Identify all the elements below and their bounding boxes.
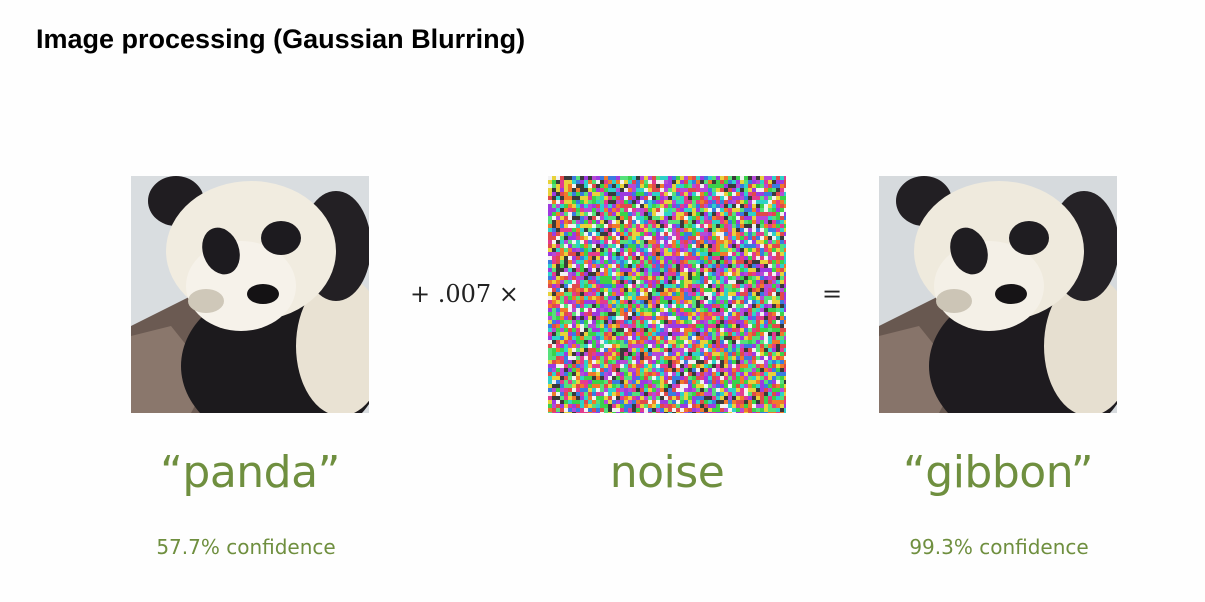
noise-label: noise: [609, 447, 725, 498]
gibbon-label: “gibbon”: [902, 447, 1094, 498]
gibbon-classified-image: [879, 176, 1117, 413]
noise-image: [548, 176, 786, 413]
panda-label: “panda”: [160, 447, 340, 498]
multiplier-operator: + .007 ×: [410, 280, 519, 308]
equals-operator: =: [822, 280, 843, 308]
slide-title: Image processing (Gaussian Blurring): [36, 24, 526, 54]
panda-image: [131, 176, 369, 413]
panda-confidence: 57.7% confidence: [156, 535, 336, 559]
gibbon-confidence: 99.3% confidence: [909, 535, 1089, 559]
